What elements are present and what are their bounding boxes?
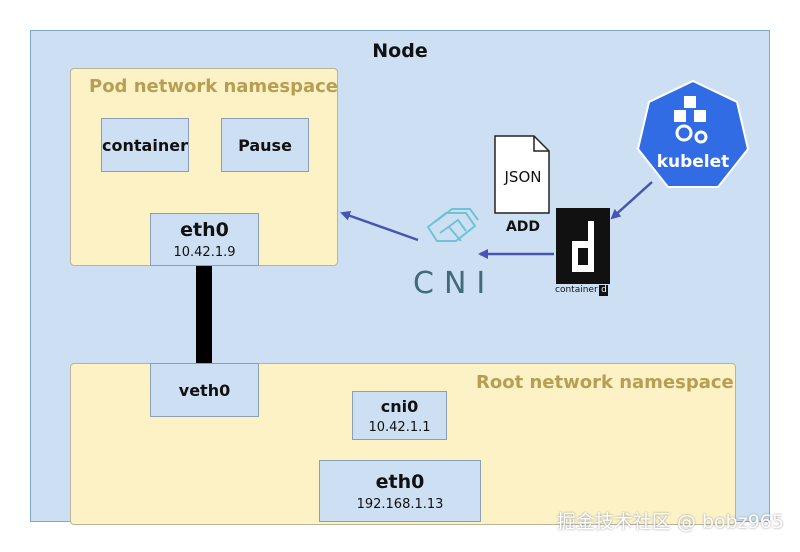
cni0-ip: 10.42.1.1 <box>368 419 431 435</box>
pod-network-namespace-title: Pod network namespace <box>89 76 338 97</box>
cni0-box: cni0 10.42.1.1 <box>352 391 447 440</box>
pod-eth0-label: eth0 <box>180 219 229 241</box>
kubelet-logo-icon <box>636 79 750 188</box>
node-title: Node <box>372 40 428 62</box>
watermark: 掘金技术社区 @ bobz965 <box>556 511 784 533</box>
root-eth0-label: eth0 <box>375 470 425 493</box>
veth0-label: veth0 <box>178 380 231 400</box>
containerd-badge: d <box>601 285 607 295</box>
add-label: ADD <box>505 219 541 235</box>
pod-eth0-ip: 10.42.1.9 <box>173 245 236 260</box>
kubelet-label: kubelet <box>656 152 730 172</box>
root-network-namespace-title: Root network namespace <box>476 372 734 393</box>
json-document-icon <box>494 135 550 214</box>
pod-eth0-box: eth0 10.42.1.9 <box>150 213 259 266</box>
container-box: container <box>101 118 189 172</box>
root-eth0-ip: 192.168.1.13 <box>356 496 444 512</box>
containerd-label: container <box>555 285 598 295</box>
pause-box: Pause <box>221 118 309 172</box>
cni0-label: cni0 <box>380 396 419 416</box>
pause-label: Pause <box>238 135 292 155</box>
veth-pair-link <box>196 266 212 363</box>
cni-logo-icon <box>426 208 479 242</box>
container-label: container <box>102 135 188 155</box>
containerd-logo-icon <box>556 208 610 296</box>
veth0-box: veth0 <box>150 363 259 417</box>
cni-to-pod-arrow <box>340 210 419 242</box>
kubelet-to-containerd-arrow <box>610 181 653 220</box>
root-eth0-box: eth0 192.168.1.13 <box>319 460 481 522</box>
json-label: JSON <box>504 168 542 186</box>
cni-label: CNI <box>413 266 496 301</box>
